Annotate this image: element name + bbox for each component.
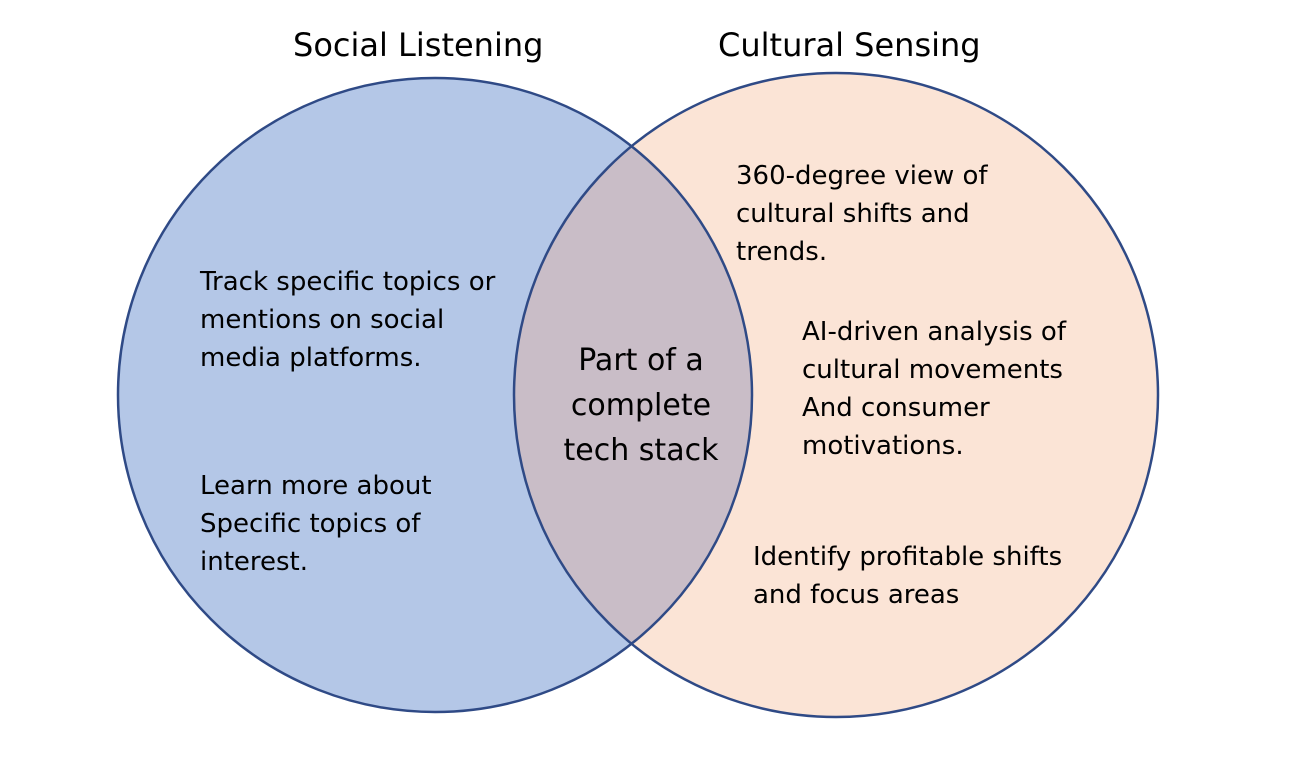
cultural-sensing-title: Cultural Sensing: [718, 26, 981, 64]
text-line: trends.: [736, 237, 828, 267]
social-listening-point-learn-more: Learn more about Specific topics of inte…: [200, 467, 432, 581]
text-line: and focus areas: [753, 580, 960, 610]
text-line: AI-driven analysis of: [802, 317, 1066, 347]
cultural-sensing-point-profitable-shifts: Identify profitable shifts and focus are…: [753, 538, 1062, 614]
text-line: Identify profitable shifts: [753, 542, 1063, 572]
cultural-sensing-point-360-view: 360-degree view of cultural shifts and t…: [736, 157, 988, 271]
text-line: interest.: [200, 547, 309, 577]
cultural-sensing-point-ai-analysis: AI-driven analysis of cultural movements…: [802, 313, 1066, 465]
text-line: Specific topics of: [200, 509, 421, 539]
text-line: 360-degree view of: [736, 161, 988, 191]
intersection-label: Part of a complete tech stack: [515, 338, 767, 473]
intersection-region: [514, 78, 752, 712]
text-line: Learn more about: [200, 471, 432, 501]
text-line: complete: [570, 388, 712, 423]
text-line: tech stack: [563, 433, 719, 468]
text-line: motivations.: [802, 431, 964, 461]
text-line: cultural shifts and: [736, 199, 970, 229]
text-line: And consumer: [802, 393, 990, 423]
cultural-sensing-circle-outline: [512, 71, 1160, 719]
social-listening-circle-outline: [116, 76, 754, 714]
social-listening-point-track-topics: Track specific topics or mentions on soc…: [200, 263, 495, 377]
text-line: mentions on social: [200, 305, 445, 335]
text-line: Track specific topics or: [200, 267, 496, 297]
text-line: media platforms.: [200, 343, 422, 373]
social-listening-title: Social Listening: [293, 26, 544, 64]
text-line: Part of a: [578, 343, 704, 378]
text-line: cultural movements: [802, 355, 1063, 385]
